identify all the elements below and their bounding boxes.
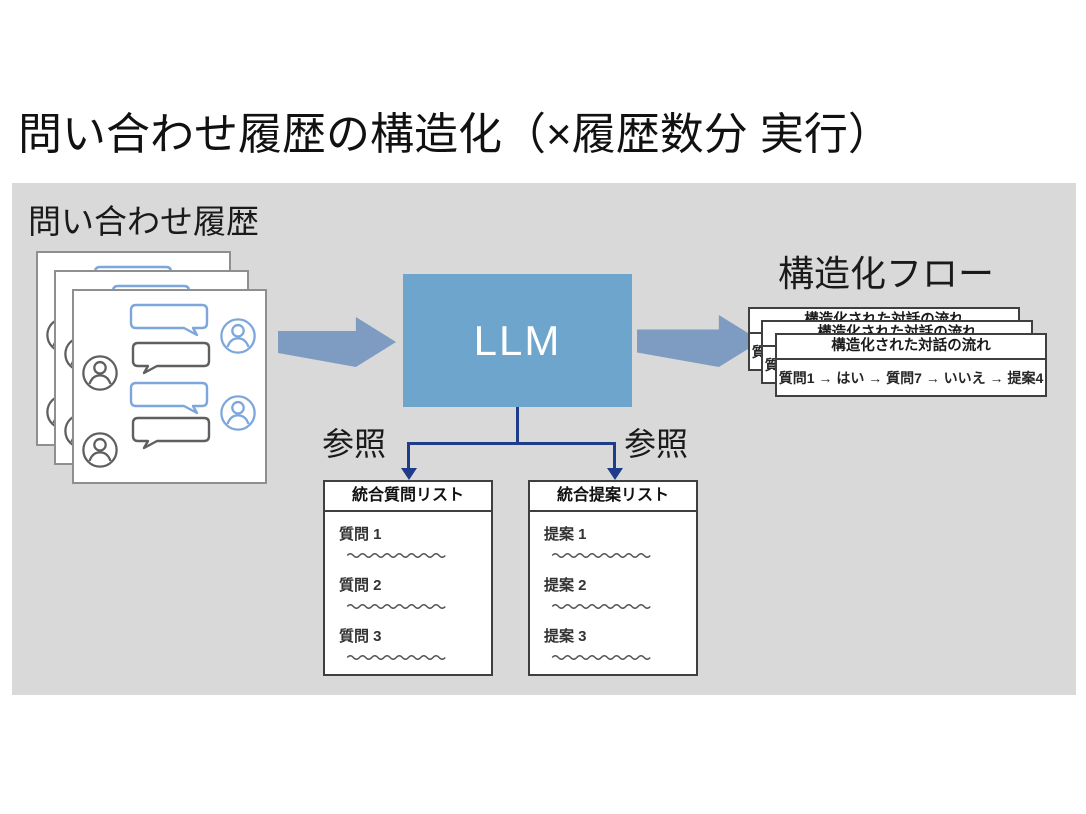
squiggle-line-icon: [339, 552, 457, 559]
arrowhead-down-icon: [607, 468, 623, 480]
squiggle-line-icon: [544, 603, 662, 610]
question-list-title: 統合質問リスト: [325, 482, 491, 512]
list-item: 提案 3: [544, 625, 682, 661]
user-avatar-icon: [219, 317, 257, 355]
list-item: 質問 3: [339, 625, 477, 661]
squiggle-line-icon: [544, 552, 662, 559]
connector-line: [516, 407, 519, 444]
connector-line: [407, 442, 616, 445]
speech-bubble-icon: [131, 416, 211, 450]
proposal-list-box: 統合提案リスト 提案 1 提案 2 提案 3: [528, 480, 698, 676]
reference-label-right: 参照: [624, 426, 689, 462]
speech-bubble-icon: [129, 303, 209, 337]
arrowhead-down-icon: [401, 468, 417, 480]
squiggle-line-icon: [339, 654, 457, 661]
user-avatar-icon: [219, 394, 257, 432]
llm-box: LLM: [403, 274, 632, 407]
llm-label: LLM: [473, 316, 562, 364]
arrow-history-to-llm-icon: [278, 317, 396, 367]
flow-label: 構造化フロー: [778, 253, 995, 294]
speech-bubble-icon: [129, 381, 209, 415]
user-avatar-icon: [81, 431, 119, 469]
speech-bubble-icon: [131, 341, 211, 375]
proposal-list-title: 統合提案リスト: [530, 482, 696, 512]
diagram-panel: 問い合わせ履歴: [12, 183, 1076, 695]
list-item: 提案 1: [544, 523, 682, 559]
arrow-llm-to-flow-icon: [637, 315, 761, 367]
reference-label-left: 参照: [322, 426, 387, 462]
flow-card-front: 構造化された対話の流れ 質問1 → はい → 質問7 → いいえ → 提案4: [775, 333, 1047, 397]
question-list-items: 質問 1 質問 2 質問 3: [325, 512, 491, 661]
squiggle-line-icon: [339, 603, 457, 610]
page-title: 問い合わせ履歴の構造化（×履歴数分 実行）: [18, 110, 892, 159]
history-card-front: [72, 289, 267, 484]
list-item: 提案 2: [544, 574, 682, 610]
list-item: 質問 2: [339, 574, 477, 610]
history-label: 問い合わせ履歴: [28, 203, 259, 240]
user-avatar-icon: [81, 354, 119, 392]
squiggle-line-icon: [544, 654, 662, 661]
proposal-list-items: 提案 1 提案 2 提案 3: [530, 512, 696, 661]
connector-line: [613, 442, 616, 469]
list-item: 質問 1: [339, 523, 477, 559]
connector-line: [407, 442, 410, 469]
question-list-box: 統合質問リスト 質問 1 質問 2 質問 3: [323, 480, 493, 676]
